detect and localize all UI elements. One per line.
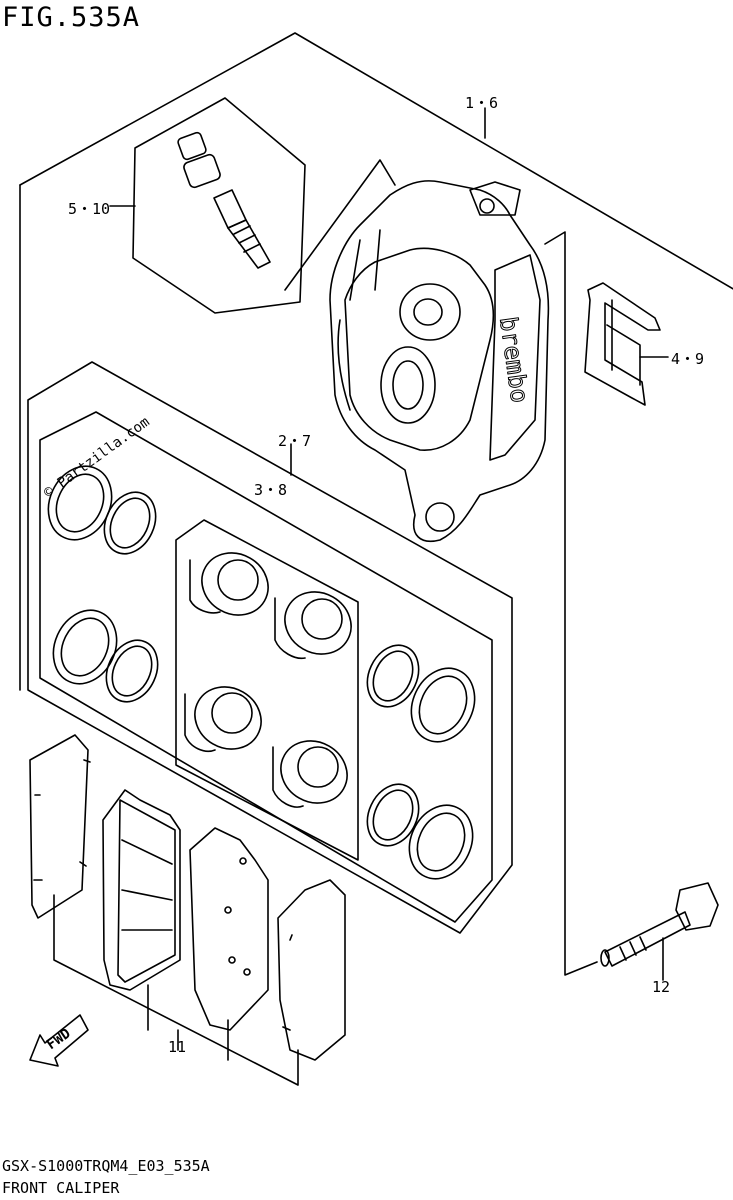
- brake-pads: [29, 734, 346, 1061]
- pad-spring: [584, 282, 661, 406]
- caliper-body: [329, 180, 550, 542]
- caliper-brand-text: brembo: [494, 315, 534, 405]
- callout-5-10: 5・10: [68, 200, 110, 218]
- bleeder-cap: [177, 131, 221, 189]
- assembly-frame: [19, 32, 733, 290]
- callout-4-9: 4・9: [671, 350, 704, 368]
- piston-seals-left: [47, 465, 159, 703]
- bleeder-group-frame: [132, 97, 306, 314]
- seal-group-frame-outer: [27, 361, 513, 934]
- fwd-label: FWD: [44, 1026, 74, 1054]
- seal-group-frame-inner: [39, 411, 493, 923]
- pad-group-frame: [53, 894, 299, 1086]
- pistons: [184, 552, 352, 808]
- diagram-code: GSX-S1000TRQM4_E03_535A: [2, 1157, 210, 1175]
- callout-2-7: 2・7: [278, 432, 311, 450]
- watermark: © Partzilla.com: [41, 414, 153, 501]
- caliper-mounting-bolt: [600, 882, 719, 967]
- fwd-arrow-icon: [29, 1014, 89, 1067]
- callout-1-6: 1・6: [465, 94, 498, 112]
- callout-11: 11: [168, 1038, 186, 1056]
- callout-3-8: 3・8: [254, 481, 287, 499]
- bleeder-screw: [213, 189, 271, 269]
- piston-seals-right: [366, 644, 476, 880]
- figure-title: FIG.535A: [2, 2, 141, 33]
- diagram-name: FRONT CALIPER: [2, 1179, 120, 1197]
- assembly-frame-right: [544, 231, 598, 976]
- callout-12: 12: [652, 978, 670, 996]
- piston-group-frame: [175, 519, 359, 861]
